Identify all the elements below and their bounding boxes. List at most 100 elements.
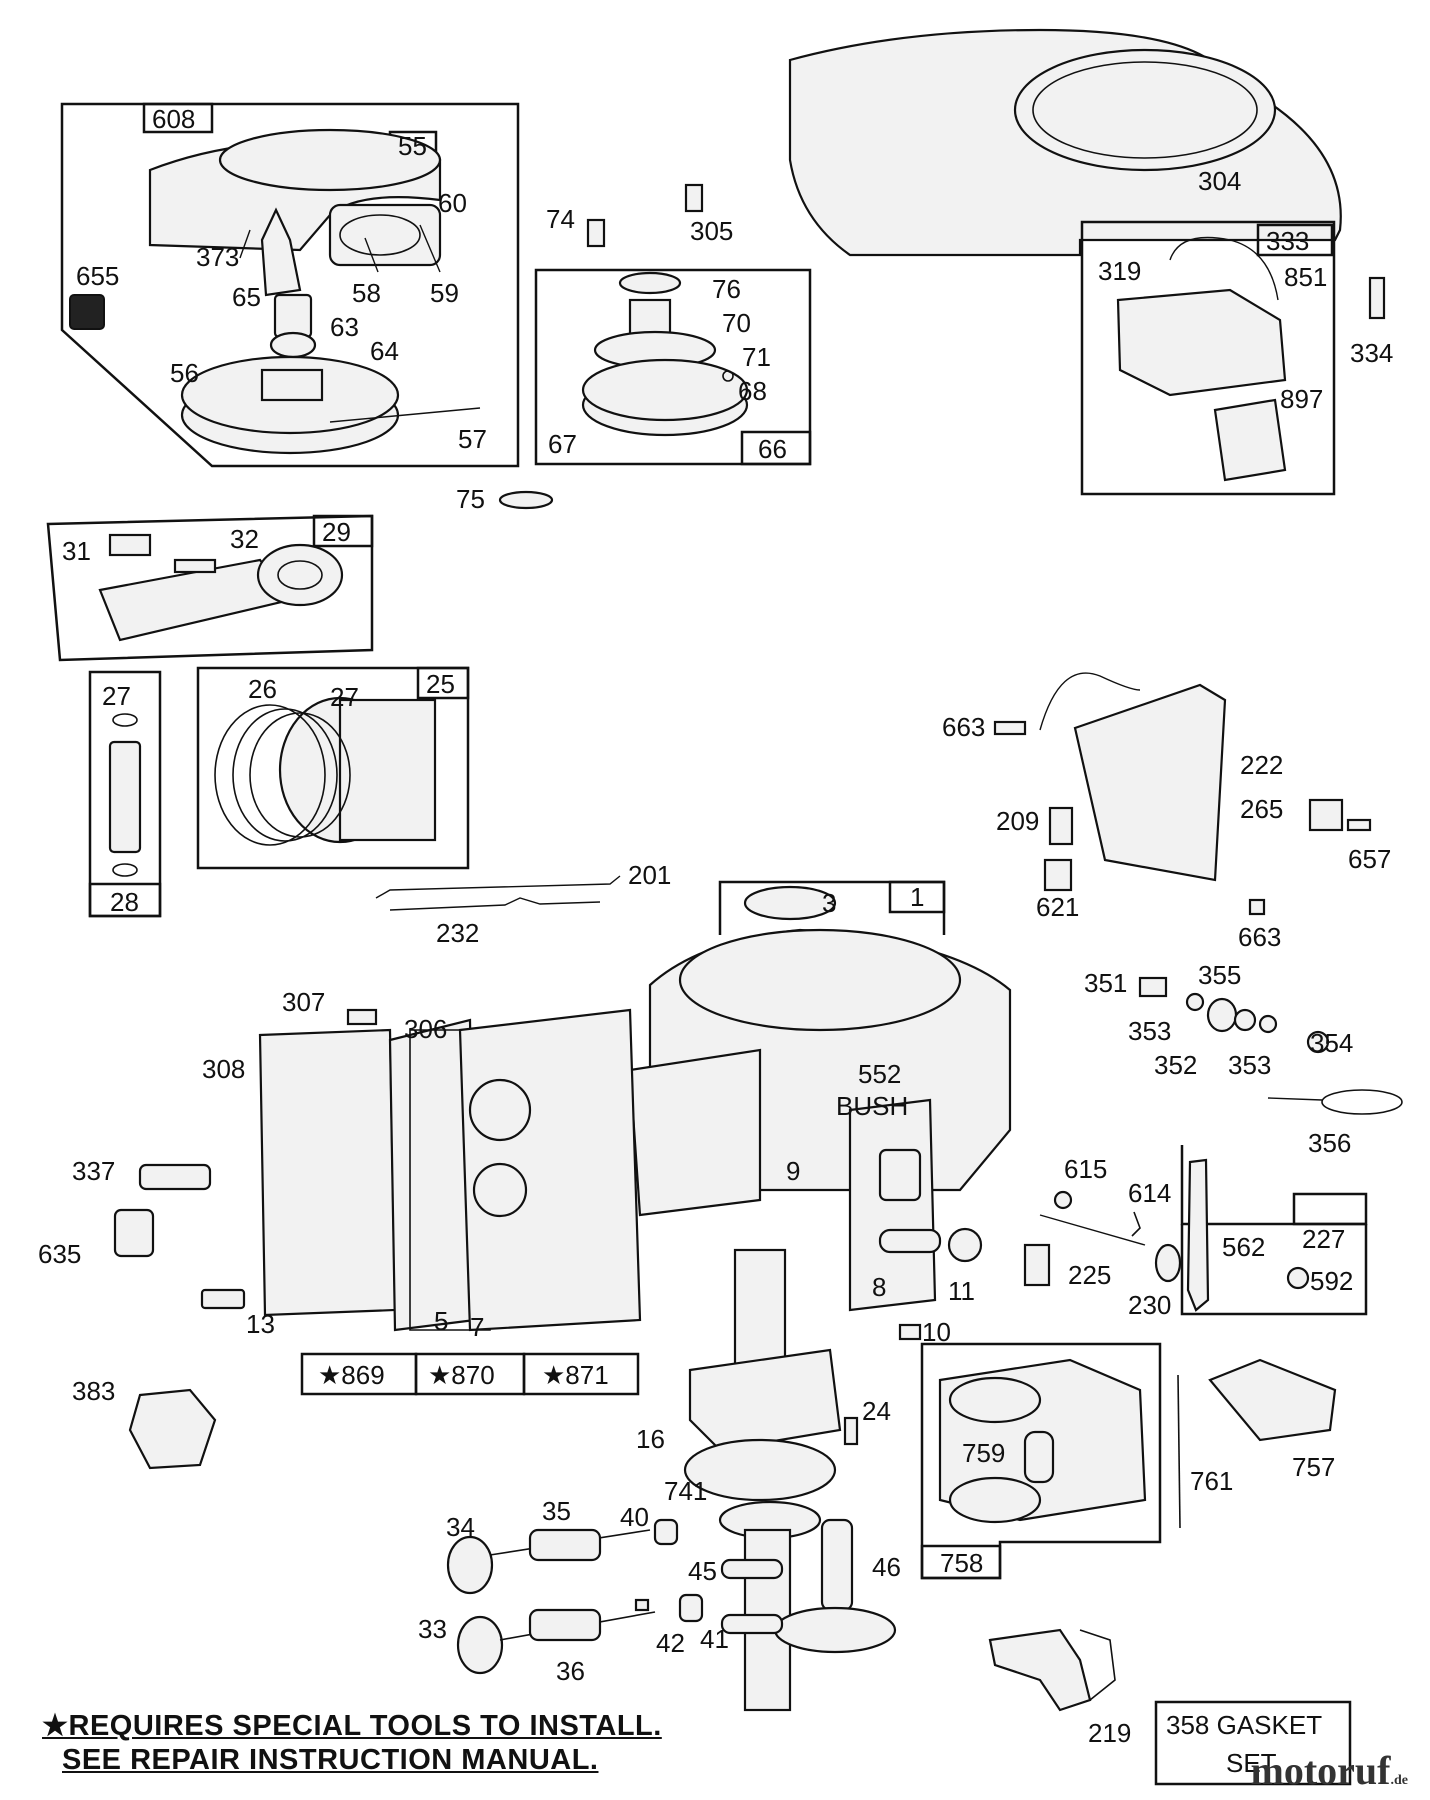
bolt-761 <box>1177 1374 1181 1529</box>
callout-759: 759 <box>962 1438 1005 1468</box>
block-valve-chamber <box>628 1048 762 1217</box>
callout-225: 225 <box>1068 1260 1111 1290</box>
callout-41: 41 <box>700 1624 729 1654</box>
head-308 <box>258 1028 397 1317</box>
callout-351: 351 <box>1084 968 1127 998</box>
callout-bush: BUSH <box>836 1091 908 1121</box>
callout-11: 11 <box>948 1276 975 1306</box>
spacer-355 <box>1206 997 1238 1033</box>
callout-60: 60 <box>438 188 467 218</box>
footnote-line-1: ★REQUIRES SPECIAL TOOLS TO INSTALL. <box>42 1710 662 1742</box>
screws-top <box>586 183 704 248</box>
group-box-66 <box>534 268 812 466</box>
switch-897 <box>1213 398 1287 482</box>
block-crank-cavity <box>678 928 962 1032</box>
plug-11 <box>947 1227 983 1263</box>
callout-7: 7 <box>470 1312 484 1342</box>
seal-3 <box>743 885 837 921</box>
valve-seat-lower <box>472 1162 528 1218</box>
screw-10 <box>898 1323 922 1341</box>
callout-33: 33 <box>418 1614 447 1644</box>
callout-304: 304 <box>1198 166 1241 196</box>
bracket-757 <box>1208 1358 1337 1442</box>
callout-13: 13 <box>246 1309 275 1339</box>
screw-334 <box>1368 276 1386 320</box>
clip-27-top <box>112 713 138 727</box>
callout-352: 352 <box>1154 1050 1197 1080</box>
callout-655: 655 <box>76 261 119 291</box>
callout-209: 209 <box>996 806 1039 836</box>
shaft-225 <box>1039 1214 1146 1246</box>
ring-3 <box>249 712 351 838</box>
footnote-line-2: SEE REPAIR INSTRUCTION MANUAL. <box>62 1744 599 1776</box>
callout-27-piston: 27 <box>330 682 359 712</box>
callout-box-28 <box>88 882 162 918</box>
callout-8: 8 <box>872 1272 886 1302</box>
cam-gear <box>773 1606 897 1654</box>
flange-bore-top <box>948 1376 1042 1424</box>
callout-635: 635 <box>38 1239 81 1269</box>
callout-657: 657 <box>1348 844 1391 874</box>
bracket-219 <box>988 1628 1092 1712</box>
callout-57: 57 <box>458 424 487 454</box>
callout-592: 592 <box>1310 1266 1353 1296</box>
nut-63 <box>273 293 313 339</box>
callout-353-right: 353 <box>1228 1050 1271 1080</box>
valve-seat-upper <box>468 1078 532 1142</box>
callout-70: 70 <box>722 308 751 338</box>
screw-657 <box>1346 818 1372 832</box>
retainer-40 <box>653 1518 679 1546</box>
terminal-635 <box>113 1208 155 1258</box>
callout-64: 64 <box>370 336 399 366</box>
callout-42: 42 <box>656 1628 685 1658</box>
keeper-42 <box>634 1598 650 1612</box>
callout-56: 56 <box>170 358 199 388</box>
callout-34: 34 <box>446 1512 475 1542</box>
callout-66: 66 <box>758 434 787 464</box>
callout-871: ★871 <box>542 1360 609 1390</box>
callout-761: 761 <box>1190 1466 1233 1496</box>
starter-pawl <box>260 207 302 297</box>
callout-29: 29 <box>322 517 351 547</box>
leader-58 <box>364 237 379 273</box>
bolt-32 <box>173 558 217 574</box>
callout-219: 219 <box>1088 1718 1131 1748</box>
callout-552: 552 <box>858 1059 901 1089</box>
callout-308: 308 <box>202 1054 245 1084</box>
callout-230: 230 <box>1128 1290 1171 1320</box>
flywheel-67-top <box>581 358 749 422</box>
watermark-suffix: .de <box>1390 1773 1409 1788</box>
group-box-227-lower <box>1180 1224 1368 1316</box>
callout-box-29 <box>312 514 374 548</box>
callout-383: 383 <box>72 1376 115 1406</box>
shaft-225-tab <box>1023 1243 1051 1287</box>
washer-64 <box>269 331 317 359</box>
links-group <box>375 875 621 911</box>
callout-24: 24 <box>862 1396 891 1426</box>
callout-box-25 <box>416 666 470 700</box>
ring-1 <box>214 704 326 846</box>
callout-63: 63 <box>330 312 359 342</box>
lock-31 <box>108 533 152 557</box>
group-box-29 <box>46 514 374 662</box>
spring-36 <box>528 1608 602 1642</box>
valve-33-head <box>456 1615 504 1675</box>
callout-9: 9 <box>786 1156 800 1186</box>
callout-71: 71 <box>742 342 771 372</box>
callout-32: 32 <box>230 524 259 554</box>
spring-35 <box>528 1528 602 1562</box>
callout-box-608 <box>142 102 214 134</box>
guide-ring <box>339 214 421 256</box>
tool-383 <box>128 1388 217 1470</box>
screw-305 <box>684 183 704 213</box>
callout-67: 67 <box>548 429 577 459</box>
pawl-guide <box>328 203 442 267</box>
callout-227: 227 <box>1302 1224 1345 1254</box>
control-group <box>993 672 1372 916</box>
washer-75 <box>498 490 554 510</box>
breather-9 <box>848 1098 937 1312</box>
callout-355: 355 <box>1198 960 1241 990</box>
callout-851: 851 <box>1284 262 1327 292</box>
callout-76: 76 <box>712 274 741 304</box>
wire-356-lead <box>1267 1097 1323 1101</box>
